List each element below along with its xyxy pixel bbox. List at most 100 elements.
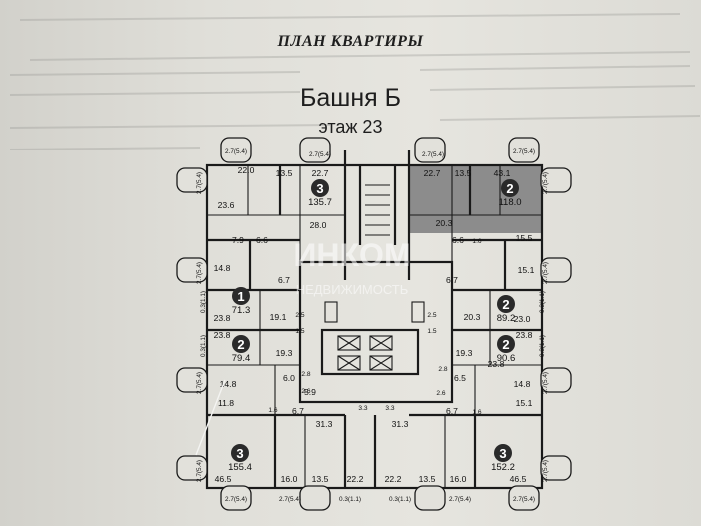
bay-window [220, 137, 252, 163]
room-area-label: 15.1 [518, 265, 535, 275]
scan-artifact-line [195, 379, 226, 456]
apartment-circle [501, 179, 519, 197]
room-area-label: 14.8 [514, 379, 531, 389]
document-title: ПЛАН КВАРТИРЫ [277, 33, 424, 50]
bay-area-label: 2.7(5.4) [513, 148, 535, 155]
watermark-logo: ИНКОМ НЕДВИЖИМОСТЬ [293, 237, 410, 297]
apartment-marker: 290.6 [497, 335, 516, 364]
apartment-circle [494, 444, 512, 462]
apartment-rooms: 3 [316, 181, 323, 196]
room-area-label: 19.3 [456, 348, 473, 358]
apartment-circle [311, 179, 329, 197]
room-area-label: 5.9 [304, 387, 316, 397]
room-area-label: 1.5 [427, 328, 436, 335]
room-area-label: 13.5 [455, 168, 472, 178]
room-area-label: 19.1 [270, 312, 287, 322]
bay-area-label: 0.3(1.1) [539, 291, 546, 313]
room-area-label: 13.5 [419, 474, 436, 484]
room-area-label: 1.6 [472, 238, 481, 245]
apartment-area: 90.6 [497, 353, 516, 364]
bay-area-label: 0.3(1.1) [200, 335, 207, 357]
bleed-through-text [9, 13, 701, 150]
bay-window [540, 455, 572, 481]
apartment-area: 89.2 [497, 313, 516, 324]
apartment-area: 71.3 [232, 305, 251, 316]
bay-window [540, 257, 572, 283]
apartment-circle [497, 335, 515, 353]
plan-inner-walls [207, 165, 542, 488]
room-area-label: 23.8 [516, 330, 533, 340]
bay-window [414, 485, 446, 511]
apartment-circle [232, 335, 250, 353]
room-area-label: 6.7 [446, 406, 458, 416]
room-area-label: 1.5 [295, 328, 304, 335]
apartment-rooms: 3 [499, 446, 506, 461]
room-area-label: 14.8 [214, 263, 231, 273]
apartment-marker: 171.3 [232, 287, 251, 316]
room-area-label: 16.0 [450, 474, 467, 484]
room-area-label: 11.8 [218, 398, 234, 408]
apartment-rooms: 3 [236, 446, 243, 461]
bay-window [299, 485, 331, 511]
bay-area-label: 2.7(5.4) [196, 372, 203, 394]
apartment-rooms: 2 [506, 181, 513, 196]
bay-window [220, 485, 252, 511]
bay-area-label: 0.3(1.1) [339, 496, 361, 503]
room-area-label: 13.5 [276, 168, 293, 178]
room-area-label: 22.7 [424, 168, 441, 178]
apartment-rooms: 2 [237, 337, 244, 352]
room-area-label: 19.3 [276, 348, 293, 358]
room-area-label: 3.3 [358, 405, 367, 412]
apartment-marker: 289.2 [497, 295, 516, 324]
apartment-rooms: 1 [237, 289, 244, 304]
bay-windows [176, 137, 572, 511]
bay-area-label: 0.3(1.1) [539, 335, 546, 357]
bay-window [414, 137, 446, 163]
bay-area-label: 2.7(5.4) [309, 151, 331, 158]
apartment-rooms: 2 [502, 337, 509, 352]
highlighted-apartment [409, 165, 542, 233]
bay-window [299, 137, 331, 163]
bay-area-label: 2.7(5.4) [225, 496, 247, 503]
bay-window [508, 137, 540, 163]
bay-window [176, 367, 208, 393]
bay-window [540, 367, 572, 393]
room-area-label: 6.6 [256, 235, 268, 245]
room-area-label: 2.5 [427, 312, 436, 319]
room-area-label: 23.0 [514, 314, 531, 324]
bay-area-label: 2.7(5.4) [513, 496, 535, 503]
room-area-label: 46.5 [510, 474, 527, 484]
apartment-area: 118.0 [498, 197, 521, 208]
room-area-label: 1.6 [268, 407, 277, 414]
apartment-area: 155.4 [228, 462, 252, 473]
room-area-label: 31.3 [316, 419, 333, 429]
room-area-label: 22.2 [385, 474, 402, 484]
room-area-label: 2.6 [301, 388, 310, 395]
room-area-label: 2.8 [438, 366, 447, 373]
room-area-label: 2.6 [436, 390, 445, 397]
room-area-label: 1.6 [472, 409, 481, 416]
floor-title: этаж 23 [318, 117, 383, 137]
bay-window [540, 167, 572, 193]
plan-walls [205, 150, 544, 490]
room-area-label: 43.1 [494, 168, 511, 178]
room-area-label: 14.8 [220, 379, 237, 389]
apartment-circle [232, 287, 250, 305]
room-area-label: 13.5 [312, 474, 329, 484]
bay-window [508, 485, 540, 511]
room-area-label: 31.3 [392, 419, 409, 429]
room-area-label: 46.5 [215, 474, 232, 484]
room-area-label: 6.7 [278, 275, 290, 285]
bay-window [176, 167, 208, 193]
bay-area-label: 2.7(5.4) [196, 172, 203, 194]
bay-area-label: 2.7(5.4) [542, 372, 549, 394]
room-area-label: 20.3 [464, 312, 481, 322]
bay-area-label: 2.7(5.4) [279, 496, 301, 503]
room-area-label: 15.5 [516, 233, 533, 243]
